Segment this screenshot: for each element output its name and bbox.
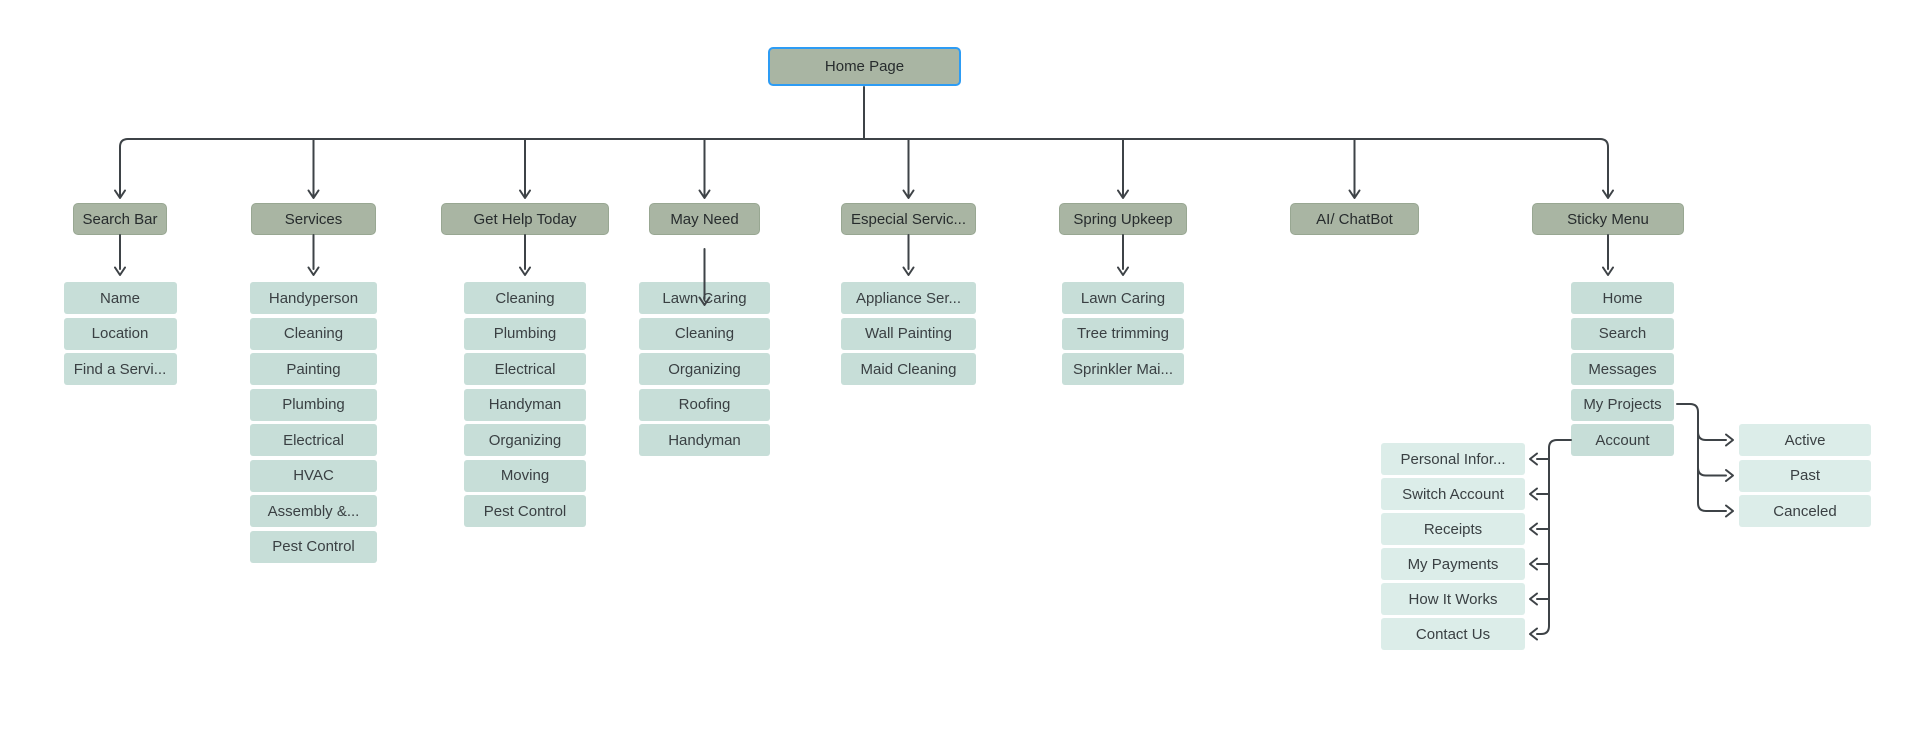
connector-spring-upkeep-children — [1117, 234, 1129, 276]
connector-branch-how-it-works — [1529, 592, 1550, 606]
node-account-my-payments[interactable]: My Payments — [1381, 548, 1525, 580]
node-services-plumbing[interactable]: Plumbing — [250, 388, 377, 421]
node-my-projects-canceled[interactable]: Canceled — [1739, 495, 1871, 527]
arrowhead-down — [1602, 189, 1614, 199]
node-get-help-today[interactable]: Get Help Today — [441, 203, 609, 235]
node-sticky-menu-my-projects[interactable]: My Projects — [1571, 388, 1674, 421]
node-get-help-today-pest-control[interactable]: Pest Control — [464, 495, 586, 527]
node-services[interactable]: Services — [251, 203, 376, 235]
node-sticky-menu[interactable]: Sticky Menu — [1532, 203, 1684, 235]
node-especial-servic-maid-cleaning[interactable]: Maid Cleaning — [841, 353, 976, 385]
connector-get-help-today-children — [519, 234, 531, 276]
node-search-bar-name[interactable]: Name — [63, 282, 177, 314]
node-my-projects-active[interactable]: Active — [1739, 424, 1871, 456]
connector-branch-active — [1697, 431, 1734, 447]
node-spring-upkeep[interactable]: Spring Upkeep — [1059, 203, 1187, 235]
node-services-painting[interactable]: Painting — [250, 353, 377, 385]
node-ai-chatbot[interactable]: AI/ ChatBot — [1290, 203, 1419, 235]
node-services-hvac[interactable]: HVAC — [250, 459, 377, 492]
node-account-personal-infor[interactable]: Personal Infor... — [1381, 443, 1525, 475]
node-get-help-today-cleaning[interactable]: Cleaning — [464, 282, 586, 314]
node-may-need-cleaning[interactable]: Cleaning — [639, 317, 770, 350]
node-may-need-lawn-caring[interactable]: Lawn Caring — [639, 282, 770, 314]
node-may-need[interactable]: May Need — [649, 203, 760, 235]
node-spring-upkeep-sprinkler-mai[interactable]: Sprinkler Mai... — [1062, 353, 1184, 385]
node-spring-upkeep-lawn-caring[interactable]: Lawn Caring — [1062, 282, 1184, 314]
node-may-need-handyman[interactable]: Handyman — [639, 424, 770, 456]
node-get-help-today-moving[interactable]: Moving — [464, 459, 586, 492]
connector-services-children — [307, 234, 320, 276]
arrowhead-down — [698, 189, 711, 199]
connector-my-projects-trunk — [1676, 403, 1734, 518]
connector-branch-my-payments — [1529, 557, 1550, 571]
node-services-pest-control[interactable]: Pest Control — [250, 530, 377, 563]
connector-branch-personal-infor — [1529, 452, 1550, 466]
connector-rail — [119, 138, 1609, 198]
node-services-assembly[interactable]: Assembly &... — [250, 495, 377, 527]
node-search-bar[interactable]: Search Bar — [73, 203, 167, 235]
arrowhead-down — [1348, 189, 1361, 199]
node-account-contact-us[interactable]: Contact Us — [1381, 618, 1525, 650]
node-account-receipts[interactable]: Receipts — [1381, 513, 1525, 545]
connector-branch-past — [1697, 466, 1734, 482]
node-especial-servic-wall-painting[interactable]: Wall Painting — [841, 317, 976, 350]
node-search-bar-location[interactable]: Location — [63, 317, 177, 350]
node-account-switch-account[interactable]: Switch Account — [1381, 478, 1525, 510]
node-spring-upkeep-tree-trimming[interactable]: Tree trimming — [1062, 317, 1184, 350]
node-may-need-organizing[interactable]: Organizing — [639, 353, 770, 385]
node-get-help-today-plumbing[interactable]: Plumbing — [464, 317, 586, 350]
arrowhead-down — [114, 189, 126, 199]
arrowhead-down — [1117, 189, 1129, 199]
node-get-help-today-organizing[interactable]: Organizing — [464, 424, 586, 456]
connector-especial-children — [902, 234, 915, 276]
node-services-handyperson[interactable]: Handyperson — [250, 282, 377, 314]
arrowhead-down — [902, 189, 915, 199]
connector-branch-receipts — [1529, 522, 1550, 536]
connector-sticky-menu-children — [1602, 234, 1614, 276]
connector-branch-switch-account — [1529, 487, 1550, 501]
node-services-cleaning[interactable]: Cleaning — [250, 317, 377, 350]
node-may-need-roofing[interactable]: Roofing — [639, 388, 770, 421]
connector-account-trunk — [1529, 439, 1572, 641]
node-home-page[interactable]: Home Page — [768, 47, 961, 86]
node-sticky-menu-account[interactable]: Account — [1571, 424, 1674, 456]
node-account-how-it-works[interactable]: How It Works — [1381, 583, 1525, 615]
node-get-help-today-handyman[interactable]: Handyman — [464, 388, 586, 421]
node-services-electrical[interactable]: Electrical — [250, 424, 377, 456]
node-my-projects-past[interactable]: Past — [1739, 459, 1871, 492]
node-sticky-menu-messages[interactable]: Messages — [1571, 353, 1674, 385]
connector-search-bar-children — [114, 234, 126, 276]
arrowhead-down — [307, 189, 320, 199]
node-get-help-today-electrical[interactable]: Electrical — [464, 353, 586, 385]
node-search-bar-find-a-servi[interactable]: Find a Servi... — [63, 353, 177, 385]
node-especial-servic-appliance-ser[interactable]: Appliance Ser... — [841, 282, 976, 314]
node-especial-servic[interactable]: Especial Servic... — [841, 203, 976, 235]
node-sticky-menu-home[interactable]: Home — [1571, 282, 1674, 314]
node-sticky-menu-search[interactable]: Search — [1571, 317, 1674, 350]
arrowhead-down — [519, 189, 531, 199]
